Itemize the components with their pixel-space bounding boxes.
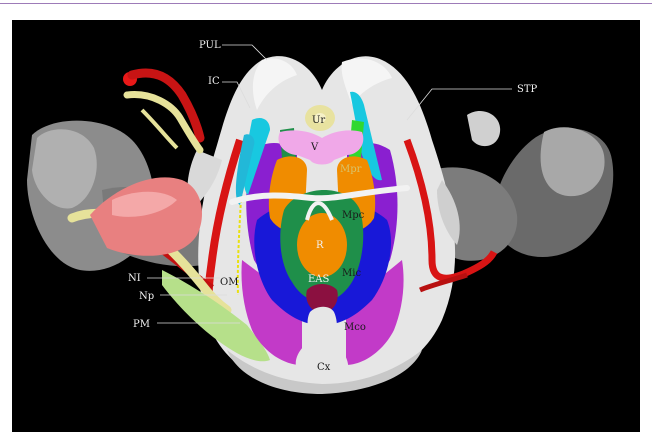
label-om: OM	[220, 277, 238, 288]
label-mic: Mic	[342, 268, 361, 279]
label-pm: PM	[133, 319, 150, 330]
label-ic: IC	[208, 76, 220, 87]
label-v: V	[310, 142, 319, 153]
pelvic-floor-figure: PUL IC STP Ur V Mpr Mpc R Mic EAS OM NI …	[12, 20, 640, 432]
label-pul: PUL	[199, 40, 221, 51]
label-mpc: Mpc	[342, 210, 365, 221]
pul-leader	[222, 45, 267, 60]
label-ni: NI	[128, 273, 141, 284]
label-r: R	[316, 240, 324, 251]
label-mco: Mco	[344, 322, 366, 333]
header-rule	[0, 3, 652, 4]
label-mpr: Mpr	[340, 164, 362, 175]
label-cx: Cx	[317, 362, 331, 373]
label-np: Np	[139, 291, 154, 302]
label-eas: EAS	[308, 274, 330, 285]
pelvis-illustration: PUL IC STP Ur V Mpr Mpc R Mic EAS OM NI …	[12, 20, 640, 432]
label-stp: STP	[517, 84, 538, 95]
label-ur: Ur	[312, 115, 325, 126]
